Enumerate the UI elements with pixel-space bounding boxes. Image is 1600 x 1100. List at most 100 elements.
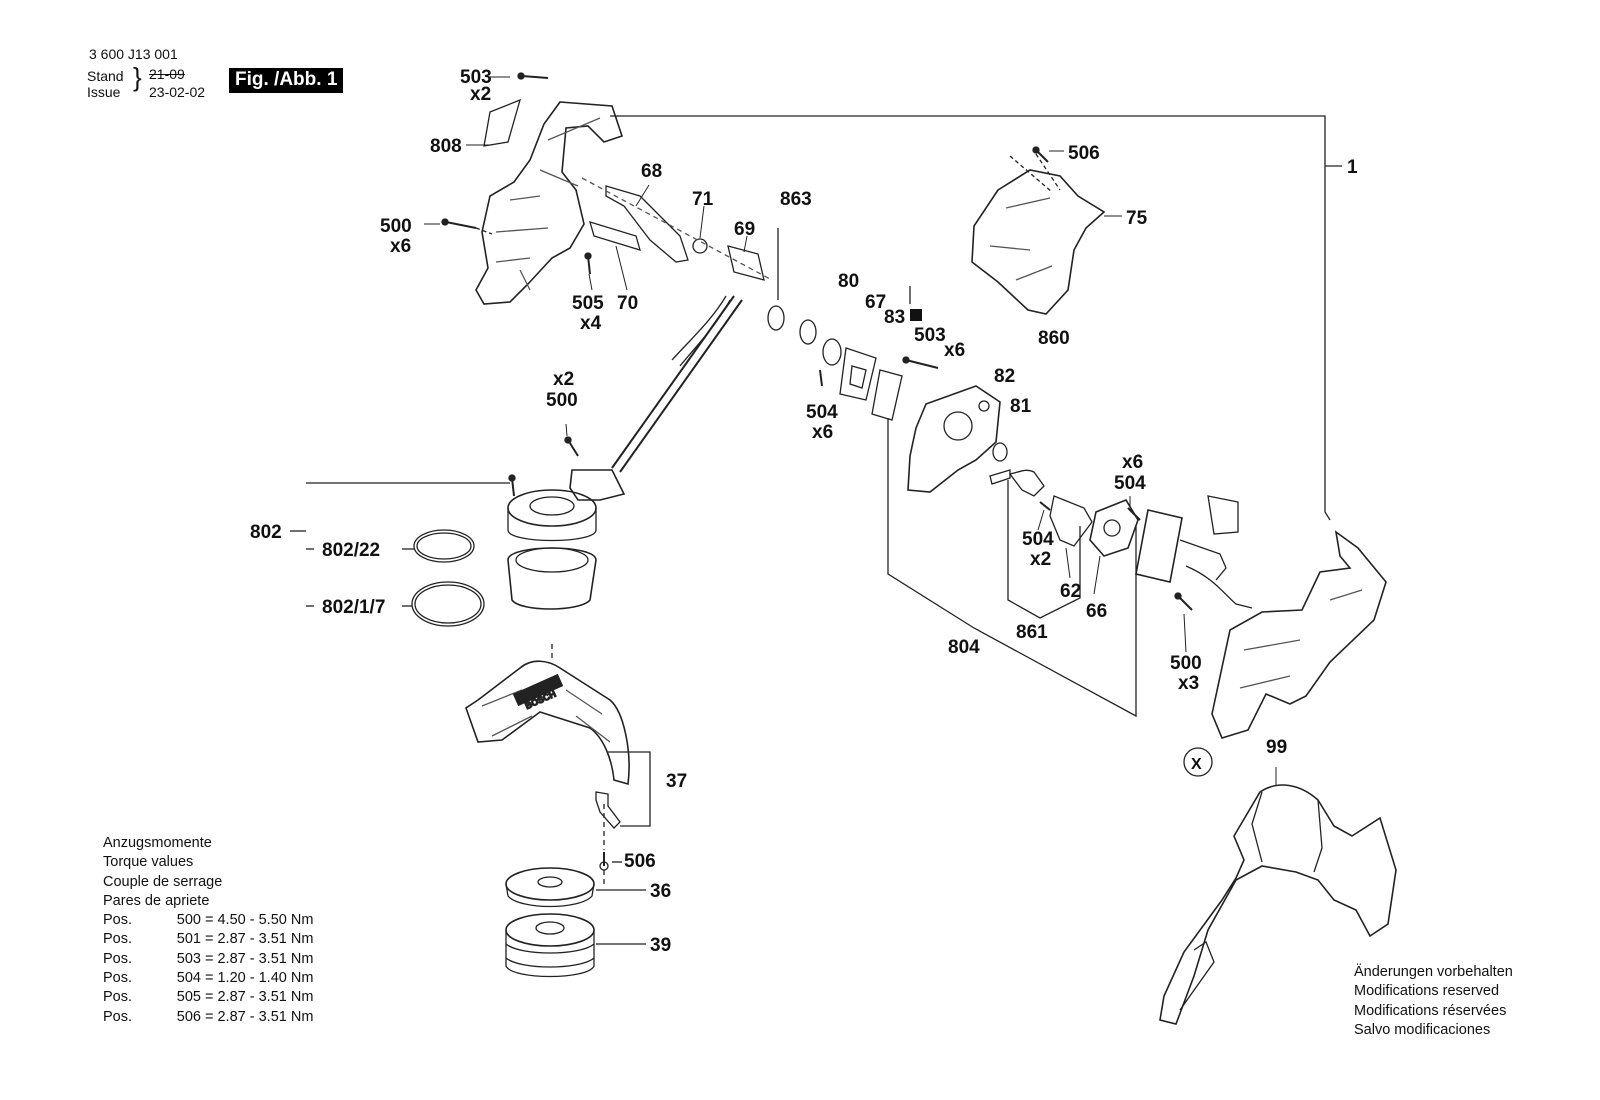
torque-title-es: Pares de apriete <box>103 892 210 909</box>
group-bracket-804 <box>887 418 1137 718</box>
torque-pos: Pos. <box>103 912 133 929</box>
torque-value: = 4.50 - 5.50 Nm <box>205 912 314 929</box>
part-gearbox <box>907 385 1001 493</box>
part-802-1-7-oring <box>411 581 485 627</box>
upper-housing-half <box>475 101 624 305</box>
torque-pos: Pos. <box>103 950 133 967</box>
label-x6-504-left: x6 <box>812 422 833 443</box>
label-503-mid: 503 <box>914 325 946 346</box>
label-863: 863 <box>780 189 812 210</box>
part-62-gasket <box>1049 495 1093 547</box>
figure-label: Fig. /Abb. 1 <box>229 68 344 93</box>
screw-504-left <box>819 369 823 387</box>
label-x6-left: x6 <box>390 236 411 257</box>
group-bracket-861 <box>1007 480 1081 619</box>
label-500-right: 500 <box>1170 653 1202 674</box>
part-80-ring <box>822 338 842 366</box>
torque-row: Pos. 501 = 2.87 - 3.51 Nm <box>103 930 313 949</box>
torque-row: Pos. 506 = 2.87 - 3.51 Nm <box>103 1008 313 1027</box>
stand-label: Stand <box>87 68 124 84</box>
part-71-spring <box>692 238 708 254</box>
upper-housing-inner <box>495 117 601 291</box>
part-99-strap <box>1159 784 1397 1025</box>
part-82-connector <box>989 469 1011 485</box>
label-62: 62 <box>1060 581 1081 602</box>
label-39: 39 <box>650 935 671 956</box>
label-36: 36 <box>650 881 671 902</box>
label-70: 70 <box>617 293 638 314</box>
label-x6-mid: x6 <box>944 340 965 361</box>
part-ring-b <box>799 319 817 345</box>
torque-num: 503 <box>176 950 201 967</box>
marker-x-circle <box>1183 747 1213 777</box>
part-electronics-board <box>1135 509 1183 583</box>
motor-802-bottom <box>507 547 597 610</box>
label-802: 802 <box>250 522 282 543</box>
label-83: 83 <box>884 307 905 328</box>
label-82: 82 <box>994 366 1015 387</box>
motor-head-clamp <box>569 469 626 501</box>
label-860: 860 <box>1038 328 1070 349</box>
torque-row: Pos. 505 = 2.87 - 3.51 Nm <box>103 988 313 1007</box>
note-de: Änderungen vorbehalten <box>1354 964 1513 980</box>
part-81-ring <box>992 442 1008 462</box>
torque-title-fr: Couple de serrage <box>103 873 223 890</box>
torque-title-en: Torque values <box>103 854 194 871</box>
torque-pos: Pos. <box>103 970 133 987</box>
part-83-coupler <box>871 369 903 421</box>
part-70-strip <box>589 221 641 251</box>
note-fr: Modifications réservées <box>1354 1002 1507 1019</box>
label-506-top: 506 <box>1068 143 1100 164</box>
label-804: 804 <box>948 637 980 658</box>
label-x-marker: X <box>1191 756 1202 773</box>
part-37-guard <box>465 660 630 786</box>
torque-value: = 2.87 - 3.51 Nm <box>205 1008 314 1025</box>
screw-503-top <box>521 75 549 79</box>
torque-pos: Pos. <box>103 1008 133 1025</box>
part-808-pad <box>483 98 521 147</box>
part-37-clip <box>595 791 621 829</box>
label-80: 80 <box>838 271 859 292</box>
torque-pos: Pos. <box>103 989 133 1006</box>
torque-row: Pos. 504 = 1.20 - 1.40 Nm <box>103 969 313 988</box>
label-66: 66 <box>1086 601 1107 622</box>
label-861: 861 <box>1016 622 1048 643</box>
torque-num: 500 <box>176 912 201 929</box>
torque-pos: Pos. <box>103 931 133 948</box>
torque-row: Pos. 503 = 2.87 - 3.51 Nm <box>103 950 313 969</box>
part-labels: 503 x2 808 68 71 69 500 x6 505 x4 70 863… <box>250 67 1358 956</box>
part-battery-plug <box>1207 495 1239 535</box>
guard-brand-plate <box>512 673 564 707</box>
label-503-top: 503 <box>460 67 492 88</box>
issue-value: 23-02-02 <box>149 84 206 100</box>
torque-num: 505 <box>176 989 201 1006</box>
modification-notes: Änderungen vorbehalten Modifications res… <box>1354 963 1513 1040</box>
note-en: Modifications reserved <box>1354 983 1500 1000</box>
part-36-spool-cover <box>505 867 595 901</box>
label-37: 37 <box>666 771 687 792</box>
part-66-plate <box>1089 499 1139 557</box>
lower-housing-half <box>1211 530 1387 739</box>
label-506-bottom: 506 <box>624 851 656 872</box>
label-1: 1 <box>1347 157 1358 178</box>
torque-num: 506 <box>176 1008 201 1025</box>
issue-label: Issue <box>87 84 121 100</box>
label-x2-top: x2 <box>470 84 491 105</box>
torque-num: 504 <box>176 970 201 987</box>
part-68-trigger <box>605 185 689 263</box>
note-es: Salvo modificaciones <box>1354 1021 1491 1038</box>
torque-value: = 2.87 - 3.51 Nm <box>205 950 314 967</box>
group-bracket-1 <box>610 115 1331 521</box>
motor-802-top <box>507 489 597 527</box>
doc-number: 3 600 J13 001 <box>89 46 178 62</box>
torque-num: 501 <box>176 931 201 948</box>
torque-row: Pos. 500 = 4.50 - 5.50 Nm <box>103 911 313 930</box>
label-808: 808 <box>430 136 462 157</box>
label-505: 505 <box>572 293 604 314</box>
torque-value: = 2.87 - 3.51 Nm <box>205 989 314 1006</box>
label-504-left: 504 <box>806 402 838 423</box>
label-99: 99 <box>1266 737 1287 758</box>
torque-value: = 2.87 - 3.51 Nm <box>205 931 314 948</box>
label-67: 67 <box>865 292 886 313</box>
